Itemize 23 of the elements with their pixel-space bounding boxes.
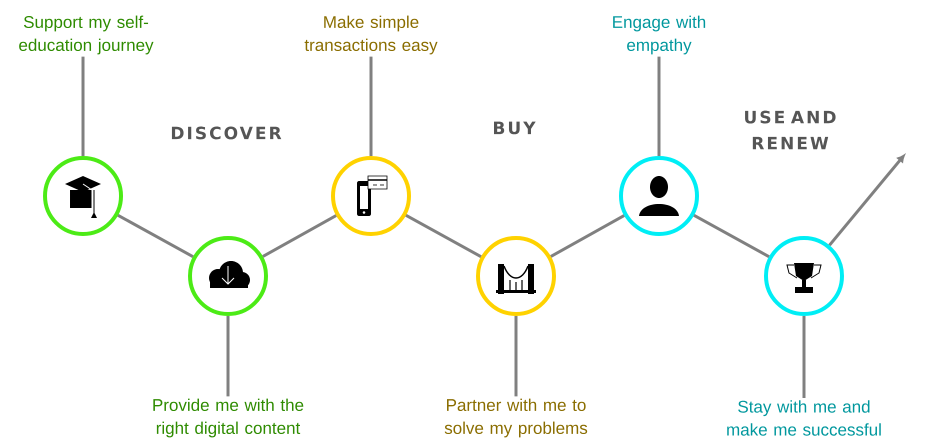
leader-line [514, 316, 518, 396]
journey-line [550, 214, 625, 258]
caption-text: Make simple transactions easy [304, 16, 438, 54]
stage-heading: USE AND RENEW [745, 110, 836, 150]
journey-line [262, 214, 337, 258]
stage-heading: BUY [494, 122, 536, 134]
journey-line [117, 214, 194, 258]
stage-circle [476, 236, 556, 316]
stage-heading: DISCOVER [172, 126, 282, 140]
journey-line [693, 214, 770, 258]
stage-circle [764, 236, 844, 316]
caption-text: Engage with empathy [613, 16, 706, 54]
leader-line [226, 316, 230, 396]
caption-text: Stay with me and make me successful [727, 400, 881, 436]
leader-line [658, 56, 660, 156]
journey-line [405, 214, 482, 258]
caption-text: Support my self-education journey [19, 16, 154, 54]
leader-line [370, 56, 372, 156]
caption-text: Partner with me to solve my problems [444, 398, 588, 438]
leader-line [82, 56, 84, 156]
arrow [828, 154, 905, 246]
caption-text: Provide me with the right digital content [153, 398, 304, 438]
leader-line [802, 316, 806, 398]
